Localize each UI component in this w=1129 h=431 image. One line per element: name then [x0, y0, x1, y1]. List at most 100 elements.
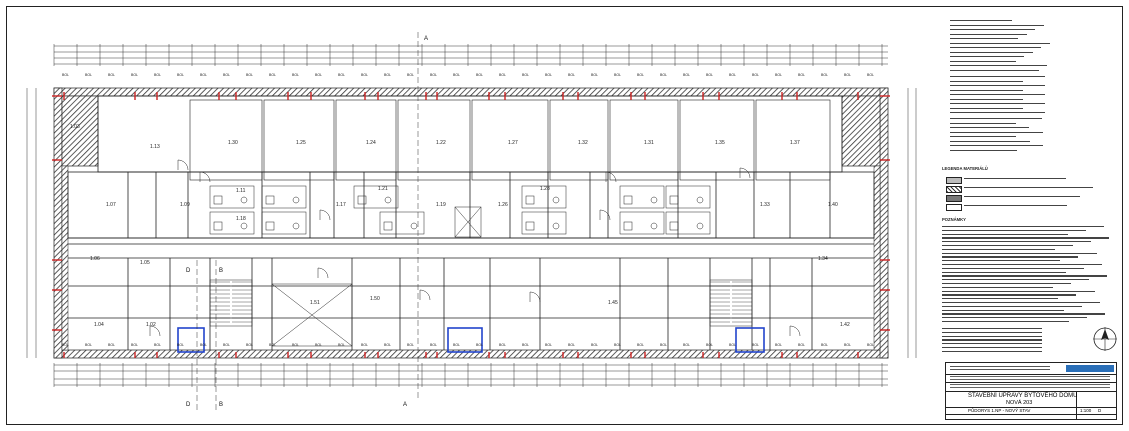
window-tag-bottom: BOL [660, 343, 667, 347]
note-text-line [942, 317, 1088, 319]
window-tag-top: BOL [798, 73, 805, 77]
upper-rooms [189, 99, 831, 181]
title-block-text-line [950, 369, 1050, 370]
bottom-dimensions [54, 364, 888, 386]
window-tag-top: BOL [683, 73, 690, 77]
note-text-line [942, 331, 1042, 333]
window-tag-bottom: BOL [269, 343, 276, 347]
note-text-line [950, 29, 1035, 31]
note-text-line [950, 131, 1043, 133]
window-tag-bottom: BOL [568, 343, 575, 347]
room-label-1-07: 1.07 [106, 202, 116, 208]
title-block-text-line [950, 379, 1110, 380]
window-tag-bottom: BOL [108, 343, 115, 347]
note-text-line [950, 85, 1045, 87]
note-text-line [950, 127, 1029, 129]
title-block-text-line [950, 376, 1110, 377]
note-text-line [964, 196, 1080, 198]
note-text-line [942, 237, 1110, 239]
room-label-1-32: 1.32 [578, 140, 588, 146]
note-text-line [950, 60, 1016, 62]
note-text-line [950, 122, 1016, 124]
note-text-line [942, 229, 1086, 231]
window-tag-bottom: BOL [131, 343, 138, 347]
room-label-1-33: 1.33 [760, 202, 770, 208]
note-text-line [950, 33, 1027, 35]
window-tag-bottom: BOL [246, 343, 253, 347]
window-tag-bottom: BOL [683, 343, 690, 347]
window-tag-bottom: BOL [522, 343, 529, 347]
note-text-line [942, 321, 1069, 323]
window-tags: BOL BOL BOL BOL BOL BOL BOL BOL BOL BOL BOL BOL BOL B… [62, 73, 874, 347]
note-text-line [950, 51, 1033, 53]
outer-walls [53, 87, 889, 359]
title-block-text-line [950, 366, 1050, 367]
room-label-1-17: 1.17 [336, 202, 346, 208]
note-text-line [942, 302, 1100, 304]
note-text-line [950, 149, 1017, 151]
room-label-1-05: 1.05 [140, 260, 150, 266]
window-tag-bottom: BOL [292, 343, 299, 347]
window-tag-top: BOL [476, 73, 483, 77]
room-label-1-34: 1.34 [818, 256, 828, 262]
window-tag-bottom: BOL [752, 343, 759, 347]
note-text-line [942, 264, 1102, 266]
section-mark-d-top: D [186, 268, 191, 274]
room-label-1-18: 1.18 [236, 216, 246, 222]
remarks-heading: POZNÁMKY [942, 217, 966, 222]
room-label-1-50: 1.50 [370, 296, 380, 302]
window-tag-top: BOL [545, 73, 552, 77]
side-dimensions [26, 88, 917, 358]
note-text-line [950, 69, 1039, 71]
note-text-line [950, 42, 1050, 44]
note-text-line [942, 343, 1042, 345]
note-text-line [942, 339, 1042, 341]
window-tag-bottom: BOL [361, 343, 368, 347]
window-tag-bottom: BOL [821, 343, 828, 347]
window-tag-top: BOL [660, 73, 667, 77]
room-label-1-13: 1.13 [150, 144, 160, 150]
note-text-line [942, 335, 1042, 337]
note-text-line [950, 24, 1044, 26]
note-text-line [942, 309, 1064, 311]
project-subtitle: NOVÁ 203 [1006, 400, 1033, 406]
title-block-text-line [950, 387, 1110, 388]
note-text-line [950, 76, 1045, 78]
window-tag-bottom: BOL [407, 343, 414, 347]
room-label-1-28: 1.28 [540, 186, 550, 192]
window-tag-top: BOL [315, 73, 322, 77]
section-mark-b-bottom: B [219, 402, 223, 408]
note-text-line [950, 80, 1023, 82]
window-tag-top: BOL [821, 73, 828, 77]
window-tag-top: BOL [407, 73, 414, 77]
room-label-1-45: 1.45 [608, 300, 618, 306]
note-text-line [942, 245, 1073, 247]
window-tag-top: BOL [361, 73, 368, 77]
window-tag-bottom: BOL [775, 343, 782, 347]
window-tag-bottom: BOL [338, 343, 345, 347]
window-tag-top: BOL [154, 73, 161, 77]
note-text-line [942, 241, 1092, 243]
window-tag-top: BOL [292, 73, 299, 77]
note-text-line [950, 140, 1030, 142]
note-text-line [950, 56, 1024, 58]
window-tag-top: BOL [177, 73, 184, 77]
stair-treads [210, 281, 752, 323]
title-block-text-line [950, 384, 1110, 385]
section-mark-d-bottom: D [186, 402, 191, 408]
window-tag-bottom: BOL [614, 343, 621, 347]
window-tag-top: BOL [108, 73, 115, 77]
room-label-1-11: 1.11 [236, 188, 246, 194]
window-tag-top: BOL [729, 73, 736, 77]
window-tag-top: BOL [246, 73, 253, 77]
project-title: STAVEBNÍ ÚPRAVY BYTOVÉHO DOMU [968, 393, 1078, 399]
note-text-line [950, 136, 1016, 138]
title-block: STAVEBNÍ ÚPRAVY BYTOVÉHO DOMU NOVÁ 203 P… [945, 362, 1117, 420]
room-label-1-42: 1.42 [840, 322, 850, 328]
legend-swatch-3 [946, 195, 962, 202]
window-tag-top: BOL [223, 73, 230, 77]
window-tag-bottom: BOL [430, 343, 437, 347]
company-logo [1066, 365, 1114, 372]
window-tag-top: BOL [384, 73, 391, 77]
